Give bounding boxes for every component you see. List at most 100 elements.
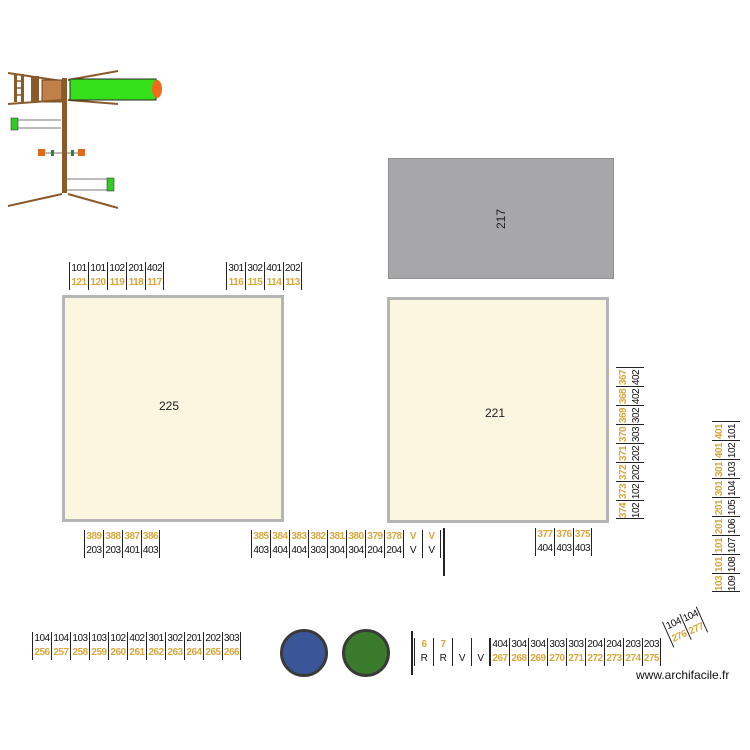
seat-number: 386 xyxy=(142,531,159,542)
seat-section-number: 101 xyxy=(90,263,106,274)
seat-section-number: 202 xyxy=(284,263,301,274)
seat-section-number: 304 xyxy=(511,639,527,650)
swing-1 xyxy=(10,117,61,131)
seat-number: 379 xyxy=(367,531,383,542)
seat-section-number: 402 xyxy=(129,633,145,644)
swing-3 xyxy=(67,177,115,192)
seat-section-number: 404 xyxy=(291,545,307,556)
seat-section-number: 204 xyxy=(587,639,603,650)
blue-round-table xyxy=(280,629,328,677)
seat-section-number: 204 xyxy=(606,639,622,650)
seat-section-number: 103 xyxy=(727,461,738,478)
seat-number: 385 xyxy=(253,531,269,542)
green-slide xyxy=(69,78,162,101)
seat-section-number: 202 xyxy=(205,633,221,644)
seat-section-number: 204 xyxy=(367,545,383,556)
room-225: 225 xyxy=(62,295,284,522)
seat-number: 268 xyxy=(511,653,527,664)
seat-section-number: 108 xyxy=(727,556,738,573)
seat-number: 261 xyxy=(129,647,145,658)
seat-number: 120 xyxy=(90,277,106,288)
seat-section-number: 103 xyxy=(91,633,107,644)
seat-number: 259 xyxy=(91,647,107,658)
seat-number: 201 xyxy=(714,518,725,535)
seat-number: 376 xyxy=(556,529,572,540)
seat-number: 116 xyxy=(228,277,244,288)
seat-number: 201 xyxy=(714,499,725,516)
seat-section-number: 102 xyxy=(631,483,642,500)
seat-number: 401 xyxy=(714,423,725,440)
seat-number: 388 xyxy=(105,531,121,542)
seat-number: 272 xyxy=(587,653,603,664)
seat-number: 113 xyxy=(285,277,300,288)
seat-section-number: 105 xyxy=(727,499,738,516)
seat-number: 275 xyxy=(643,653,660,664)
seat-section-number: 402 xyxy=(631,388,642,405)
seat-section-number: V xyxy=(409,545,417,556)
seat-section-number: 203 xyxy=(86,545,102,556)
seat-number: 382 xyxy=(310,531,326,542)
seat-section-number: 304 xyxy=(348,545,364,556)
seat-number: 370 xyxy=(618,426,629,443)
seat-number: 381 xyxy=(329,531,345,542)
seat-section-number: 303 xyxy=(223,633,240,644)
room-221-label: 221 xyxy=(485,406,506,420)
seat-number: 270 xyxy=(549,653,565,664)
seat-number: 6 xyxy=(421,639,427,650)
watermark-credit: www.archifacile.fr xyxy=(636,668,730,682)
seat-section-number: 202 xyxy=(631,445,642,462)
seat-section-number: 402 xyxy=(146,263,163,274)
seat-number: 373 xyxy=(618,483,629,500)
seat-section-number: 107 xyxy=(727,537,738,554)
seat-section-number: 401 xyxy=(124,545,140,556)
seat-number: 301 xyxy=(714,461,725,478)
seat-section-number: V xyxy=(477,653,484,664)
seat-section-number: 104 xyxy=(34,633,50,644)
seat-section-number: 204 xyxy=(386,545,402,556)
seat-section-number: 404 xyxy=(537,543,553,554)
seat-number: 367 xyxy=(618,369,629,386)
seat-section-number: 303 xyxy=(549,639,565,650)
seat-number: 265 xyxy=(205,647,221,658)
seat-number: 256 xyxy=(34,647,50,658)
seat-number: 271 xyxy=(568,653,584,664)
seat-number: 101 xyxy=(714,556,725,573)
seat-section-number: 302 xyxy=(167,633,183,644)
